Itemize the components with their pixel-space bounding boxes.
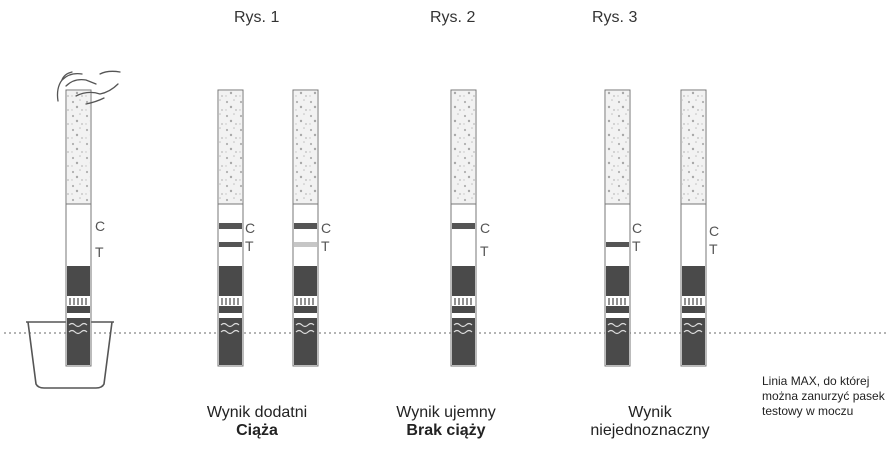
t-label-4: T bbox=[480, 243, 489, 259]
control-line-3 bbox=[294, 223, 317, 229]
c-label-2: C bbox=[245, 220, 255, 236]
t-label-2: T bbox=[245, 238, 254, 254]
wave-mark-3 bbox=[295, 322, 315, 335]
t-label-5: T bbox=[632, 238, 641, 254]
control-line-4 bbox=[452, 223, 475, 229]
arrow-band-4 bbox=[452, 306, 475, 313]
absorbent-pad-5 bbox=[606, 266, 629, 296]
t-label-1: T bbox=[95, 244, 104, 260]
wave-mark-1 bbox=[68, 322, 88, 335]
max-line-note: Linia MAX, do której można zanurzyć pase… bbox=[762, 374, 885, 418]
urine-cup bbox=[27, 321, 113, 389]
wave-mark-4 bbox=[453, 322, 473, 335]
t-label-6: T bbox=[709, 241, 718, 257]
c-label-6: C bbox=[709, 223, 719, 239]
c-label-1: C bbox=[95, 218, 105, 234]
strip-handle-6 bbox=[682, 91, 705, 204]
strip-handle-1 bbox=[67, 91, 90, 204]
strip-handle-3 bbox=[294, 91, 317, 204]
result-caption-2: Wynik ujemny Brak ciąży bbox=[386, 404, 506, 440]
absorbent-pad-3 bbox=[294, 266, 317, 296]
figure-2-title: Rys. 2 bbox=[430, 9, 476, 26]
result-caption-1: Wynik dodatni Ciąża bbox=[192, 404, 322, 440]
test-line-3 bbox=[294, 242, 317, 247]
t-label-3: T bbox=[321, 238, 330, 254]
c-label-5: C bbox=[632, 220, 642, 236]
absorbent-pad-2 bbox=[219, 266, 242, 296]
strip-handle-2 bbox=[219, 91, 242, 204]
result-text-3: Wynik niejednoznaczny bbox=[590, 404, 710, 439]
test-line-2 bbox=[219, 242, 242, 247]
result-meaning-2: Brak ciąży bbox=[406, 422, 486, 439]
arrow-band-1 bbox=[67, 306, 90, 313]
absorbent-pad-1 bbox=[67, 266, 90, 296]
dip-end-4 bbox=[452, 318, 475, 365]
arrow-band-3 bbox=[294, 306, 317, 313]
strip-handle-4 bbox=[452, 91, 475, 204]
test-line-5 bbox=[606, 242, 629, 247]
absorbent-pad-6 bbox=[682, 266, 705, 296]
figure-3-title: Rys. 3 bbox=[592, 9, 638, 26]
wave-mark-6 bbox=[683, 322, 703, 335]
dip-end-1 bbox=[67, 318, 90, 365]
c-label-4: C bbox=[480, 220, 490, 236]
absorbent-pad-4 bbox=[452, 266, 475, 296]
result-text-2: Wynik ujemny bbox=[396, 404, 496, 421]
figure-1-title: Rys. 1 bbox=[234, 9, 280, 26]
arrow-band-2 bbox=[219, 306, 242, 313]
wave-mark-5 bbox=[607, 322, 627, 335]
dip-end-6 bbox=[682, 318, 705, 365]
strip-handle-5 bbox=[606, 91, 629, 204]
result-caption-3: Wynik niejednoznaczny bbox=[580, 404, 720, 440]
dip-end-2 bbox=[219, 318, 242, 365]
result-text-1: Wynik dodatni bbox=[206, 404, 308, 421]
dip-end-3 bbox=[294, 318, 317, 365]
wave-mark-2 bbox=[220, 322, 240, 335]
arrow-band-5 bbox=[606, 306, 629, 313]
dip-end-5 bbox=[606, 318, 629, 365]
hand-illustration bbox=[56, 70, 121, 105]
arrow-band-6 bbox=[682, 306, 705, 313]
control-line-2 bbox=[219, 223, 242, 229]
c-label-3: C bbox=[321, 220, 331, 236]
result-meaning-1: Ciąża bbox=[236, 422, 278, 439]
